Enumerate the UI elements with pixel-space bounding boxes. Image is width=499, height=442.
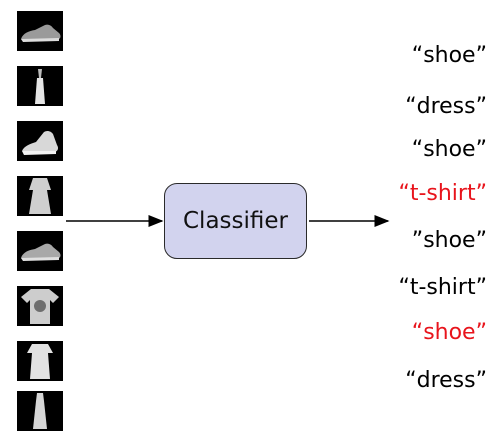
- input-image-dress-3: [17, 341, 63, 381]
- input-image-dress-4: [17, 391, 63, 431]
- prediction-label: “shoe”: [411, 137, 487, 162]
- t-shirt-icon: [21, 289, 59, 324]
- dress-icon: [27, 344, 53, 379]
- dress-icon: [29, 178, 51, 214]
- shoe-icon: [22, 130, 59, 155]
- input-image-shoe-1: [17, 11, 63, 51]
- input-image-dress-1: [17, 66, 63, 106]
- prediction-label: “shoe”: [411, 43, 487, 68]
- classifier-box: Classifier: [164, 183, 307, 259]
- input-image-shoe-3: [17, 231, 63, 271]
- prediction-label: “dress”: [405, 368, 487, 393]
- shoe-icon: [21, 24, 61, 42]
- input-image-tshirt: [17, 286, 63, 326]
- prediction-label: ”shoe”: [411, 228, 487, 253]
- dress-icon: [35, 69, 45, 104]
- input-image-shoe-2: [17, 121, 63, 161]
- input-image-dress-2: [17, 176, 63, 216]
- prediction-label: “dress”: [405, 94, 487, 119]
- dress-icon: [33, 393, 47, 429]
- prediction-label-wrong: “t-shirt”: [398, 181, 487, 206]
- prediction-label-wrong: “shoe”: [411, 320, 487, 345]
- shoe-icon: [21, 243, 61, 261]
- prediction-label: “t-shirt”: [398, 275, 487, 300]
